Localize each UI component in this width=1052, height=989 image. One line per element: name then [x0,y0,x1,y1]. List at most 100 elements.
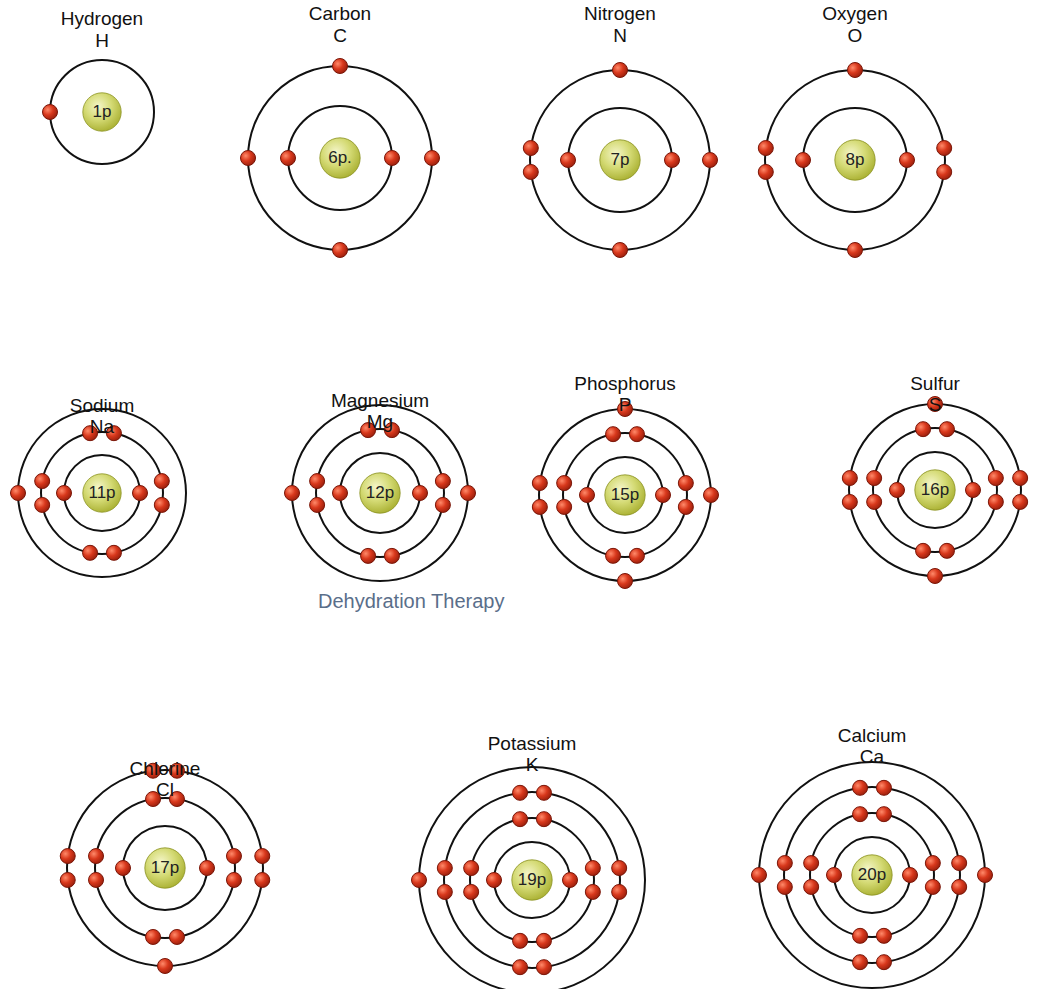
nucleus: 8p [834,139,876,181]
electron [900,153,915,168]
electron [665,153,680,168]
electron [656,488,671,503]
electron-shell [873,428,997,552]
electron [916,543,931,558]
electron [876,928,891,943]
electron [867,494,882,509]
electron [777,879,792,894]
electron [532,476,547,491]
electron [618,574,633,589]
electron-shell [810,813,934,937]
electron-shell [419,767,645,989]
electron [925,879,940,894]
electron [464,861,479,876]
electron [536,960,551,975]
electron-shell [316,429,444,557]
proton-count: 17p [151,858,179,878]
electron [35,497,50,512]
atom-model: PhosphorusP15p [539,409,711,581]
electron-shell [444,792,620,968]
electron-shell [50,60,154,164]
element-symbol: Na [90,417,114,438]
electron [876,807,891,822]
electron [158,959,173,974]
proton-count: 6p. [328,148,352,168]
electron [536,933,551,948]
electron [916,422,931,437]
electron [752,868,767,883]
electron-shell [292,405,468,581]
electron-shell [288,106,392,210]
nucleus: 17p [144,847,186,889]
element-name: Sulfur [910,374,960,395]
electron [585,884,600,899]
electron [333,59,348,74]
electron [557,476,572,491]
electron [580,488,595,503]
electron [703,153,718,168]
electron [876,780,891,795]
proton-count: 11p [88,483,115,503]
atom-model: SodiumNa11p [18,409,186,577]
electron-shell [123,826,207,910]
electron [876,955,891,970]
electron [758,164,773,179]
electron [853,928,868,943]
electron [939,422,954,437]
element-symbol: N [613,26,627,47]
proton-count: 16p [921,480,949,500]
nucleus-circle [915,470,955,510]
nucleus: 1p [82,92,122,132]
element-symbol: Cl [156,780,174,801]
electron [169,929,184,944]
electron [255,872,270,887]
electron [890,483,905,498]
nucleus: 6p. [319,137,361,179]
electron-shell [494,842,570,918]
proton-count: 7p [611,150,630,170]
electron [704,488,719,503]
background-heading: Dehydration Therapy [318,590,504,613]
electron [116,861,131,876]
element-name: Chlorine [130,759,201,780]
electron [804,879,819,894]
electron [310,474,325,489]
electron-shell [340,453,420,533]
element-symbol: H [95,31,109,52]
electron-shell [530,70,710,250]
electron [612,884,627,899]
electron [937,141,952,156]
electron [777,856,792,871]
atom-model: ChlorineCl17p [67,770,263,966]
nucleus-circle [835,140,875,180]
element-name: Calcium [838,726,907,747]
nucleus-circle [512,860,552,900]
electron [57,486,72,501]
electron-shell [470,818,594,942]
electron [853,807,868,822]
electron [988,494,1003,509]
electron [60,872,75,887]
proton-count: 15p [611,485,639,505]
electron [43,105,58,120]
electron [532,499,547,514]
element-name: Nitrogen [584,4,656,25]
element-symbol: Mg [367,412,393,433]
electron [563,873,578,888]
electron [952,879,967,894]
electron [988,471,1003,486]
element-symbol: O [848,26,863,47]
nucleus-circle [360,473,400,513]
electron [925,856,940,871]
electron [1013,471,1028,486]
element-symbol: S [929,395,942,416]
atom-model: PotassiumK19p [419,767,645,989]
electron [384,548,399,563]
atom-model: OxygenO8p [765,70,945,250]
electron [385,151,400,166]
proton-count: 12p [366,483,394,503]
electron [226,872,241,887]
electron [146,929,161,944]
electron [848,243,863,258]
electron [928,569,943,584]
